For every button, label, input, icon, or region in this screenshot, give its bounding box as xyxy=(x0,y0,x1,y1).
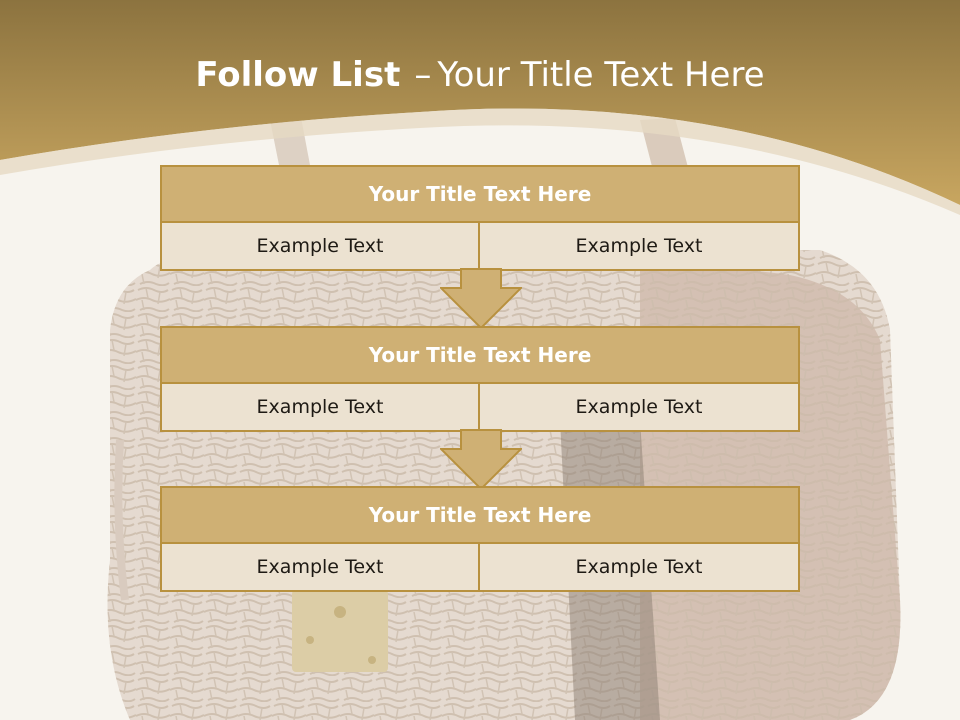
row-1-left-cell: Example Text xyxy=(160,221,480,271)
slide-title-bold: Follow List xyxy=(195,55,401,95)
follow-list-row-1: Your Title Text Here Example Text Exampl… xyxy=(160,165,800,271)
slide-title-dash: – xyxy=(414,55,432,95)
row-3-title: Your Title Text Here xyxy=(160,486,800,544)
follow-list-row-2: Your Title Text Here Example Text Exampl… xyxy=(160,326,800,432)
row-2-right-cell: Example Text xyxy=(480,382,800,432)
row-2-title: Your Title Text Here xyxy=(160,326,800,384)
down-arrow-icon-1 xyxy=(440,268,522,330)
slide-title: Follow List–Your Title Text Here xyxy=(0,52,960,98)
row-3-right-cell: Example Text xyxy=(480,542,800,592)
row-1-right-cell: Example Text xyxy=(480,221,800,271)
follow-list-row-3: Your Title Text Here Example Text Exampl… xyxy=(160,486,800,592)
row-1-title: Your Title Text Here xyxy=(160,165,800,223)
slide-title-rest: Your Title Text Here xyxy=(437,55,765,95)
row-2-left-cell: Example Text xyxy=(160,382,480,432)
row-3-left-cell: Example Text xyxy=(160,542,480,592)
down-arrow-icon-2 xyxy=(440,429,522,491)
